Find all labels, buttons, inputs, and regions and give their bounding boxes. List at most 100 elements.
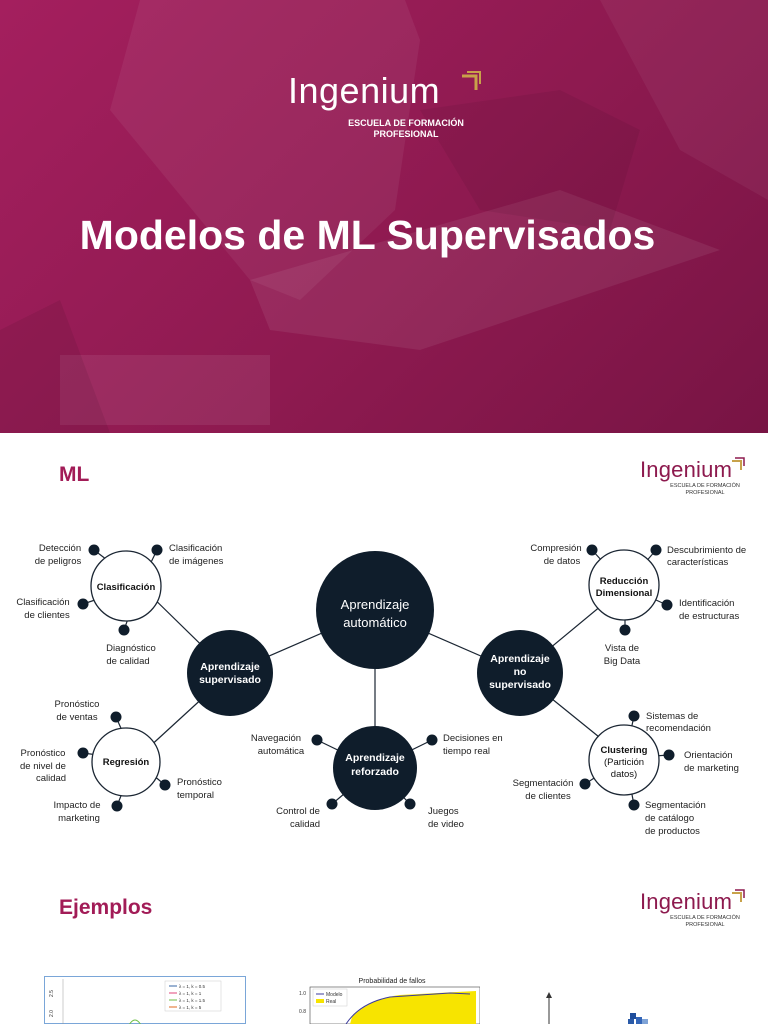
example-cluster-image [628, 1013, 648, 1024]
clustering-line-3: datos) [611, 769, 637, 780]
cover-background-image [0, 0, 768, 433]
label-vista-2: Big Data [604, 656, 641, 667]
brand-wordmark: Ingenium [288, 70, 441, 111]
supervised-line-1: Aprendizaje [200, 661, 260, 673]
label-vista-1: Vista de [605, 643, 639, 654]
cover-slide: Ingenium ESCUELA DE FORMACIÓN PROFESIONA… [0, 0, 768, 433]
label-segm-clientes-1: Segmentación [513, 778, 574, 789]
label-clas-imagenes-2: de imágenes [169, 556, 224, 567]
label-clas-clientes-2: de clientes [24, 610, 70, 621]
label-identificacion-1: Identificación [679, 598, 734, 609]
label-pron-nivel-3: calidad [36, 773, 66, 784]
brand-subtitle-2: PROFESIONAL [685, 490, 725, 496]
label-control-1: Control de [276, 806, 320, 817]
label-juegos-2: de video [428, 819, 464, 830]
brand-subtitle-1: ESCUELA DE FORMACIÓN [670, 915, 740, 921]
example-axis-arrow [546, 992, 552, 1024]
brand-wordmark: Ingenium [640, 457, 733, 482]
label-navegacion-2: automática [258, 746, 305, 757]
clustering-line-2: (Partición [604, 757, 644, 768]
brand-wordmark: Ingenium [640, 889, 733, 914]
chart2-legend-1: Modelo [326, 992, 343, 998]
label-deteccion-2: de peligros [35, 556, 82, 567]
label-sistemas-2: recomendación [646, 723, 711, 734]
chart1-legend-3: λ = 1, k = 1.5 [179, 998, 206, 1003]
brand-logo-small: Ingenium ESCUELA DE FORMACIÓN PROFESIONA… [640, 889, 750, 929]
clustering-line-1: Clustering [601, 745, 648, 756]
brand-mark-icon [732, 457, 745, 470]
label-control-2: calidad [290, 819, 320, 830]
regresion-label: Regresión [103, 757, 150, 768]
chart2-title: Probabilidad de fallos [359, 978, 426, 985]
reduccion-line-2: Dimensional [596, 588, 653, 599]
label-pron-nivel-2: de nivel de [20, 761, 66, 772]
reinforced-line-1: Aprendizaje [345, 752, 405, 764]
node-regresion [91, 727, 161, 797]
label-orientacion-2: de marketing [684, 763, 739, 774]
label-diagnostico-2: de calidad [106, 656, 149, 667]
label-segm-clientes-2: de clientes [525, 791, 571, 802]
node-aprendizaje-supervisado [187, 630, 273, 716]
ml-mindmap: Aprendizaje automático Aprendizaje super… [16, 543, 746, 837]
label-clas-imagenes-1: Clasificación [169, 543, 222, 554]
label-pron-temporal-2: temporal [177, 790, 214, 801]
label-diagnostico-1: Diagnóstico [106, 643, 156, 654]
label-pron-nivel-1: Pronóstico [21, 748, 66, 759]
reduccion-line-1: Reducción [600, 576, 649, 587]
cover-title: Modelos de ML Supervisados [79, 212, 656, 258]
brand-logo-small: Ingenium ESCUELA DE FORMACIÓN PROFESIONA… [640, 457, 750, 497]
label-sistemas-1: Sistemas de [646, 711, 698, 722]
label-juegos-1: Juegos [428, 806, 459, 817]
brand-mark-icon [462, 71, 481, 90]
label-decisiones-1: Decisiones en [443, 733, 503, 744]
label-segm-catalogo-2: de catálogo [645, 813, 694, 824]
label-decisiones-2: tiempo real [443, 746, 490, 757]
reinforced-line-2: reforzado [351, 766, 399, 778]
supervised-line-2: supervisado [199, 674, 261, 686]
node-aprendizaje-no-supervisado [477, 630, 563, 716]
brand-subtitle-1: ESCUELA DE FORMACIÓN [670, 483, 740, 489]
center-line-1: Aprendizaje [341, 597, 410, 612]
label-pron-temporal-1: Pronóstico [177, 777, 222, 788]
label-pron-ventas-1: Pronóstico [55, 699, 100, 710]
clasificacion-label: Clasificación [97, 582, 156, 593]
node-clustering [588, 724, 660, 796]
label-compresion-2: de datos [544, 556, 581, 567]
ml-slide-title: ML [59, 463, 90, 486]
node-aprendizaje-reforzado [333, 726, 417, 810]
unsupervised-line-3: supervisado [489, 679, 551, 691]
brand-subtitle-1: ESCUELA DE FORMACIÓN [348, 118, 464, 128]
brand-subtitle-2: PROFESIONAL [685, 922, 725, 928]
label-orientacion-1: Orientación [684, 750, 733, 761]
chart2-ytick-2: 0.8 [299, 1009, 306, 1015]
ejemplos-slide-title: Ejemplos [59, 896, 153, 919]
label-compresion-1: Compresión [530, 543, 581, 554]
label-pron-ventas-2: de ventas [56, 712, 97, 723]
label-identificacion-2: de estructuras [679, 611, 739, 622]
label-segm-catalogo-3: de productos [645, 826, 700, 837]
label-deteccion-1: Detección [39, 543, 81, 554]
ml-slide: ML Ingenium ESCUELA DE FORMACIÓN PROFESI… [0, 433, 768, 865]
chart1-ytick-1: 2.5 [49, 990, 55, 997]
label-descubrimiento-2: características [667, 557, 728, 568]
brand-mark-icon [732, 889, 745, 902]
label-navegacion-1: Navegación [251, 733, 301, 744]
chart1-legend-4: λ = 1, k = 5 [179, 1005, 202, 1010]
unsupervised-line-1: Aprendizaje [490, 653, 550, 665]
chart2-model-line [345, 992, 471, 1024]
chart2-ytick-1: 1.0 [299, 991, 306, 997]
brand-logo: Ingenium ESCUELA DE FORMACIÓN PROFESIONA… [288, 70, 488, 146]
node-aprendizaje-automatico [316, 551, 434, 669]
chart1-legend-2: λ = 1, k = 1 [179, 991, 202, 996]
unsupervised-line-2: no [514, 666, 527, 678]
label-clas-clientes-1: Clasificación [16, 597, 69, 608]
brand-subtitle-2: PROFESIONAL [373, 129, 439, 139]
example-chart-weibull: 2.5 2.0 λ = 1, k = 0.5 λ = 1, k = 1 λ = … [44, 976, 246, 1024]
label-segm-catalogo-1: Segmentación [645, 800, 706, 811]
ejemplos-slide: Ejemplos Ingenium ESCUELA DE FORMACIÓN P… [0, 865, 768, 1024]
chart1-legend-1: λ = 1, k = 0.5 [179, 984, 206, 989]
example-chart-probabilidad-fallos: Probabilidad de fallos 1.0 0.8 Modelo Re… [280, 973, 481, 1024]
center-line-2: automático [343, 615, 407, 630]
label-descubrimiento-1: Descubrimiento de [667, 545, 746, 556]
chart2-legend-2: Real [326, 999, 336, 1005]
